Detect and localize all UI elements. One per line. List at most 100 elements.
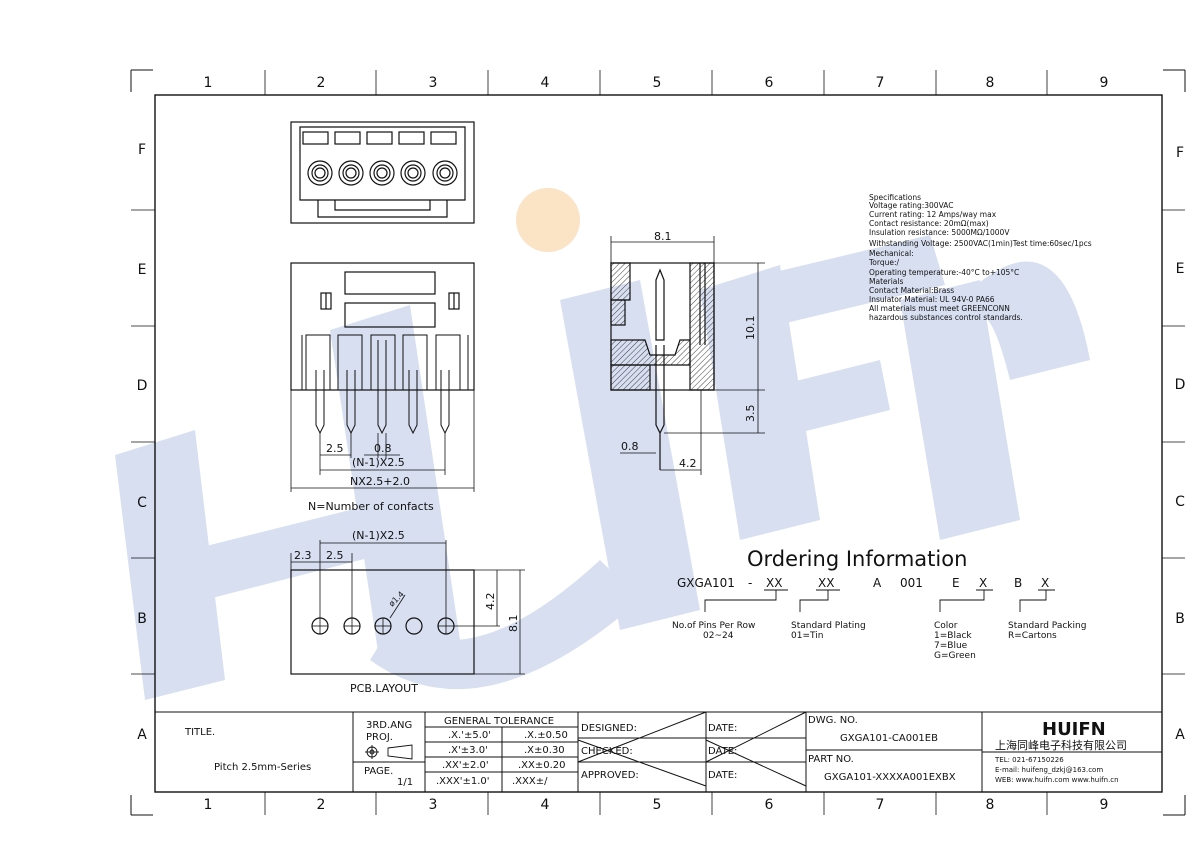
- dim-pcb-pitch: 2.5: [326, 549, 344, 562]
- connector-top-view: [290, 121, 475, 224]
- dim-front-pin-width: 0.8: [374, 442, 392, 455]
- order-color-value: 1=Black: [934, 631, 972, 641]
- spec-line: All materials must meet GREENCONN: [869, 304, 1010, 313]
- spec-line: Voltage rating:300VAC: [869, 201, 953, 210]
- col-label-bottom-8: 8: [986, 797, 995, 813]
- watermark: [115, 188, 1090, 700]
- page-value: 1/1: [397, 777, 413, 788]
- spec-line: Contact Material:Brass: [869, 286, 954, 295]
- ordering-information: Ordering Information GXGA101 - XX XX A 0…: [672, 547, 1086, 661]
- dwg-no-value: GXGA101-CA001EB: [840, 733, 938, 744]
- projection-symbol-icon: [365, 744, 413, 760]
- row-label-right-A: A: [1175, 727, 1185, 743]
- company-logo: HUIFN: [1042, 719, 1106, 740]
- col-label-top-5: 5: [653, 75, 662, 91]
- dwg-no-label: DWG. NO.: [808, 715, 858, 726]
- specifications: Specifications Voltage rating:300VAC Cur…: [868, 193, 1092, 322]
- col-label-bottom-7: 7: [876, 797, 885, 813]
- front-view-note: N=Number of confacts: [308, 500, 434, 513]
- checked-label: CHECKED:: [581, 746, 633, 757]
- col-label-top-7: 7: [876, 75, 885, 91]
- spec-line: hazardous substances control standards.: [869, 313, 1023, 322]
- order-color-value: 7=Blue: [934, 641, 968, 651]
- date-label: DATE:: [708, 723, 737, 734]
- order-code-e: E: [952, 576, 960, 590]
- col-label-bottom-3: 3: [429, 797, 438, 813]
- tolerance-header: GENERAL TOLERANCE: [444, 716, 554, 727]
- dim-front-total: NX2.5+2.0: [350, 475, 410, 488]
- dim-pcb-half: 4.2: [484, 593, 497, 611]
- dim-side-pin-len: 3.5: [744, 405, 757, 423]
- order-color-label: Color: [934, 621, 958, 631]
- page-label: PAGE.: [364, 766, 393, 777]
- tolerance-cell: .X'±3.0': [448, 745, 488, 756]
- col-label-bottom-2: 2: [317, 797, 326, 813]
- dim-pcb-n-minus-1: (N-1)X2.5: [352, 529, 405, 542]
- col-label-bottom-6: 6: [765, 797, 774, 813]
- row-label-right-C: C: [1175, 494, 1185, 510]
- col-label-top-1: 1: [204, 75, 213, 91]
- spec-line: Contact resistance: 20mΩ(max): [869, 219, 989, 228]
- order-color-value: G=Green: [934, 651, 976, 661]
- col-label-top-9: 9: [1100, 75, 1109, 91]
- spec-line: Specifications: [869, 193, 921, 202]
- ordering-title: Ordering Information: [747, 547, 967, 571]
- spec-line: Operating temperature:-40°C to+105°C: [869, 268, 1019, 277]
- col-label-bottom-9: 9: [1100, 797, 1109, 813]
- title-block: TITLE. Pitch 2.5mm-Series 3RD.ANG PROJ. …: [155, 711, 1162, 792]
- order-packing-label: Standard Packing: [1008, 621, 1086, 631]
- col-label-top-4: 4: [541, 75, 550, 91]
- dim-side-width: 8.1: [654, 230, 672, 243]
- col-label-bottom-5: 5: [653, 797, 662, 813]
- order-code-b: B: [1014, 576, 1022, 590]
- dim-side-offset: 4.2: [679, 457, 697, 470]
- projection-line-1: 3RD.ANG: [366, 720, 412, 731]
- spec-line: Insulator Material: UL 94V-0 PA66: [869, 295, 995, 304]
- row-label-left-B: B: [137, 611, 147, 627]
- pcb-layout-label: PCB.LAYOUT: [350, 682, 418, 695]
- row-label-right-D: D: [1175, 377, 1186, 393]
- part-no-value: GXGA101-XXXXA001EXBX: [824, 772, 956, 783]
- tolerance-cell: .XX±0.20: [518, 760, 566, 771]
- row-label-left-E: E: [138, 262, 147, 278]
- date-label: DATE:: [708, 746, 737, 757]
- dim-front-pitch: 2.5: [326, 442, 344, 455]
- title-label: TITLE.: [184, 727, 215, 738]
- dim-side-height: 10.1: [744, 316, 757, 341]
- tolerance-cell: .X.'±5.0': [448, 730, 491, 741]
- tolerance-cell: .X.±0.50: [524, 730, 568, 741]
- col-label-top-3: 3: [429, 75, 438, 91]
- col-label-bottom-1: 1: [204, 797, 213, 813]
- part-no-label: PART NO.: [808, 754, 854, 765]
- row-label-right-E: E: [1176, 261, 1185, 277]
- dim-pcb-height: 8.1: [507, 615, 520, 633]
- tolerance-cell: .XXX±/: [512, 776, 548, 787]
- col-label-bottom-4: 4: [541, 797, 550, 813]
- order-code-color: X: [979, 576, 987, 590]
- order-code-a: A: [873, 576, 882, 590]
- order-code-pins: XX: [766, 576, 782, 590]
- col-label-top-2: 2: [317, 75, 326, 91]
- order-pins-label: No.of Pins Per Row: [672, 621, 755, 631]
- row-label-right-F: F: [1176, 145, 1184, 161]
- order-code-packing: X: [1041, 576, 1049, 590]
- row-label-left-F: F: [138, 142, 146, 158]
- order-pins-range: 02~24: [703, 631, 734, 641]
- order-code-plating: XX: [818, 576, 834, 590]
- row-label-left-A: A: [137, 727, 147, 743]
- connector-front-view: [290, 262, 475, 492]
- spec-line: Mechanical:: [869, 249, 914, 258]
- company-web: WEB: www.huifn.com www.huifn.cn: [995, 776, 1119, 784]
- row-label-left-D: D: [137, 378, 148, 394]
- approved-label: APPROVED:: [581, 770, 639, 781]
- tolerance-cell: .X±0.30: [524, 745, 565, 756]
- company-tel: TEL: 021-67150226: [994, 756, 1064, 764]
- title-value: Pitch 2.5mm-Series: [214, 762, 311, 773]
- col-label-top-8: 8: [986, 75, 995, 91]
- company-name: 上海同峰电子科技有限公司: [995, 738, 1127, 752]
- dim-front-n-minus-1: (N-1)X2.5: [352, 456, 405, 469]
- spec-line: Current rating: 12 Amps/way max: [869, 210, 997, 219]
- tolerance-cell: .XXX'±1.0': [436, 776, 490, 787]
- spec-line: Withstanding Voltage: 2500VAC(1min)Test …: [869, 239, 1092, 248]
- row-label-right-B: B: [1175, 611, 1185, 627]
